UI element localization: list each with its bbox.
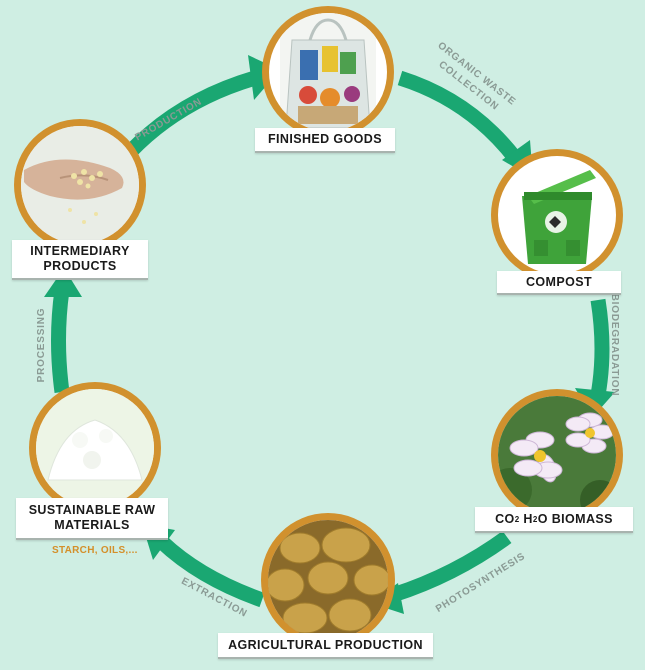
biomass-label-part-2: H xyxy=(519,511,533,526)
note-starch-oils: STARCH, OILS,... xyxy=(52,545,138,556)
biomass-label-part-3: O BIOMASS xyxy=(537,511,613,526)
biomass-label-sub-1: 2 xyxy=(514,514,520,524)
arrow-extraction xyxy=(156,536,265,608)
stage-intermediary-products xyxy=(14,119,146,251)
stage-sustainable-raw-materials xyxy=(29,382,161,514)
stage-biomass xyxy=(491,389,623,521)
label-production: PRODUCTION xyxy=(133,96,204,143)
intermediary-line1: INTERMEDIARY xyxy=(30,244,130,258)
starch-powder-icon xyxy=(36,389,154,507)
label-processing: PROCESSING xyxy=(36,308,47,383)
arrow-biodegradation xyxy=(590,298,610,397)
sustainable-raw-line2: MATERIALS xyxy=(54,518,130,532)
arrow-processing xyxy=(51,288,70,393)
arrow-organic-waste-collection xyxy=(397,70,521,163)
stage-finished-goods xyxy=(262,6,394,138)
granules-in-hand-icon xyxy=(21,126,139,244)
label-finished-goods: FINISHED GOODS xyxy=(255,128,395,153)
potato-flower-icon xyxy=(498,396,616,514)
stage-agricultural-production xyxy=(261,513,395,647)
label-compost: COMPOST xyxy=(497,271,621,295)
arrow-production xyxy=(124,70,258,158)
compost-bin-icon xyxy=(522,170,596,264)
stage-compost xyxy=(491,149,623,281)
label-biodegradation: BIODEGRADATION xyxy=(609,294,620,397)
potatoes-icon xyxy=(268,520,388,640)
sustainable-raw-line1: SUSTAINABLE RAW xyxy=(28,503,156,517)
biomass-label-part-1: CO xyxy=(495,511,515,526)
label-intermediary-products: INTERMEDIARY PRODUCTS xyxy=(12,240,148,280)
label-agricultural-production: AGRICULTURAL PRODUCTION xyxy=(218,633,433,659)
arrowhead-processing xyxy=(44,268,82,297)
arrow-photosynthesis xyxy=(390,530,512,603)
cycle-arrows xyxy=(51,70,610,608)
biomass-label-sub-2: 2 xyxy=(532,514,538,524)
label-sustainable-raw-materials: SUSTAINABLE RAW MATERIALS xyxy=(16,498,168,540)
intermediary-line2: PRODUCTS xyxy=(43,259,117,273)
shopping-bag-icon xyxy=(280,13,376,131)
